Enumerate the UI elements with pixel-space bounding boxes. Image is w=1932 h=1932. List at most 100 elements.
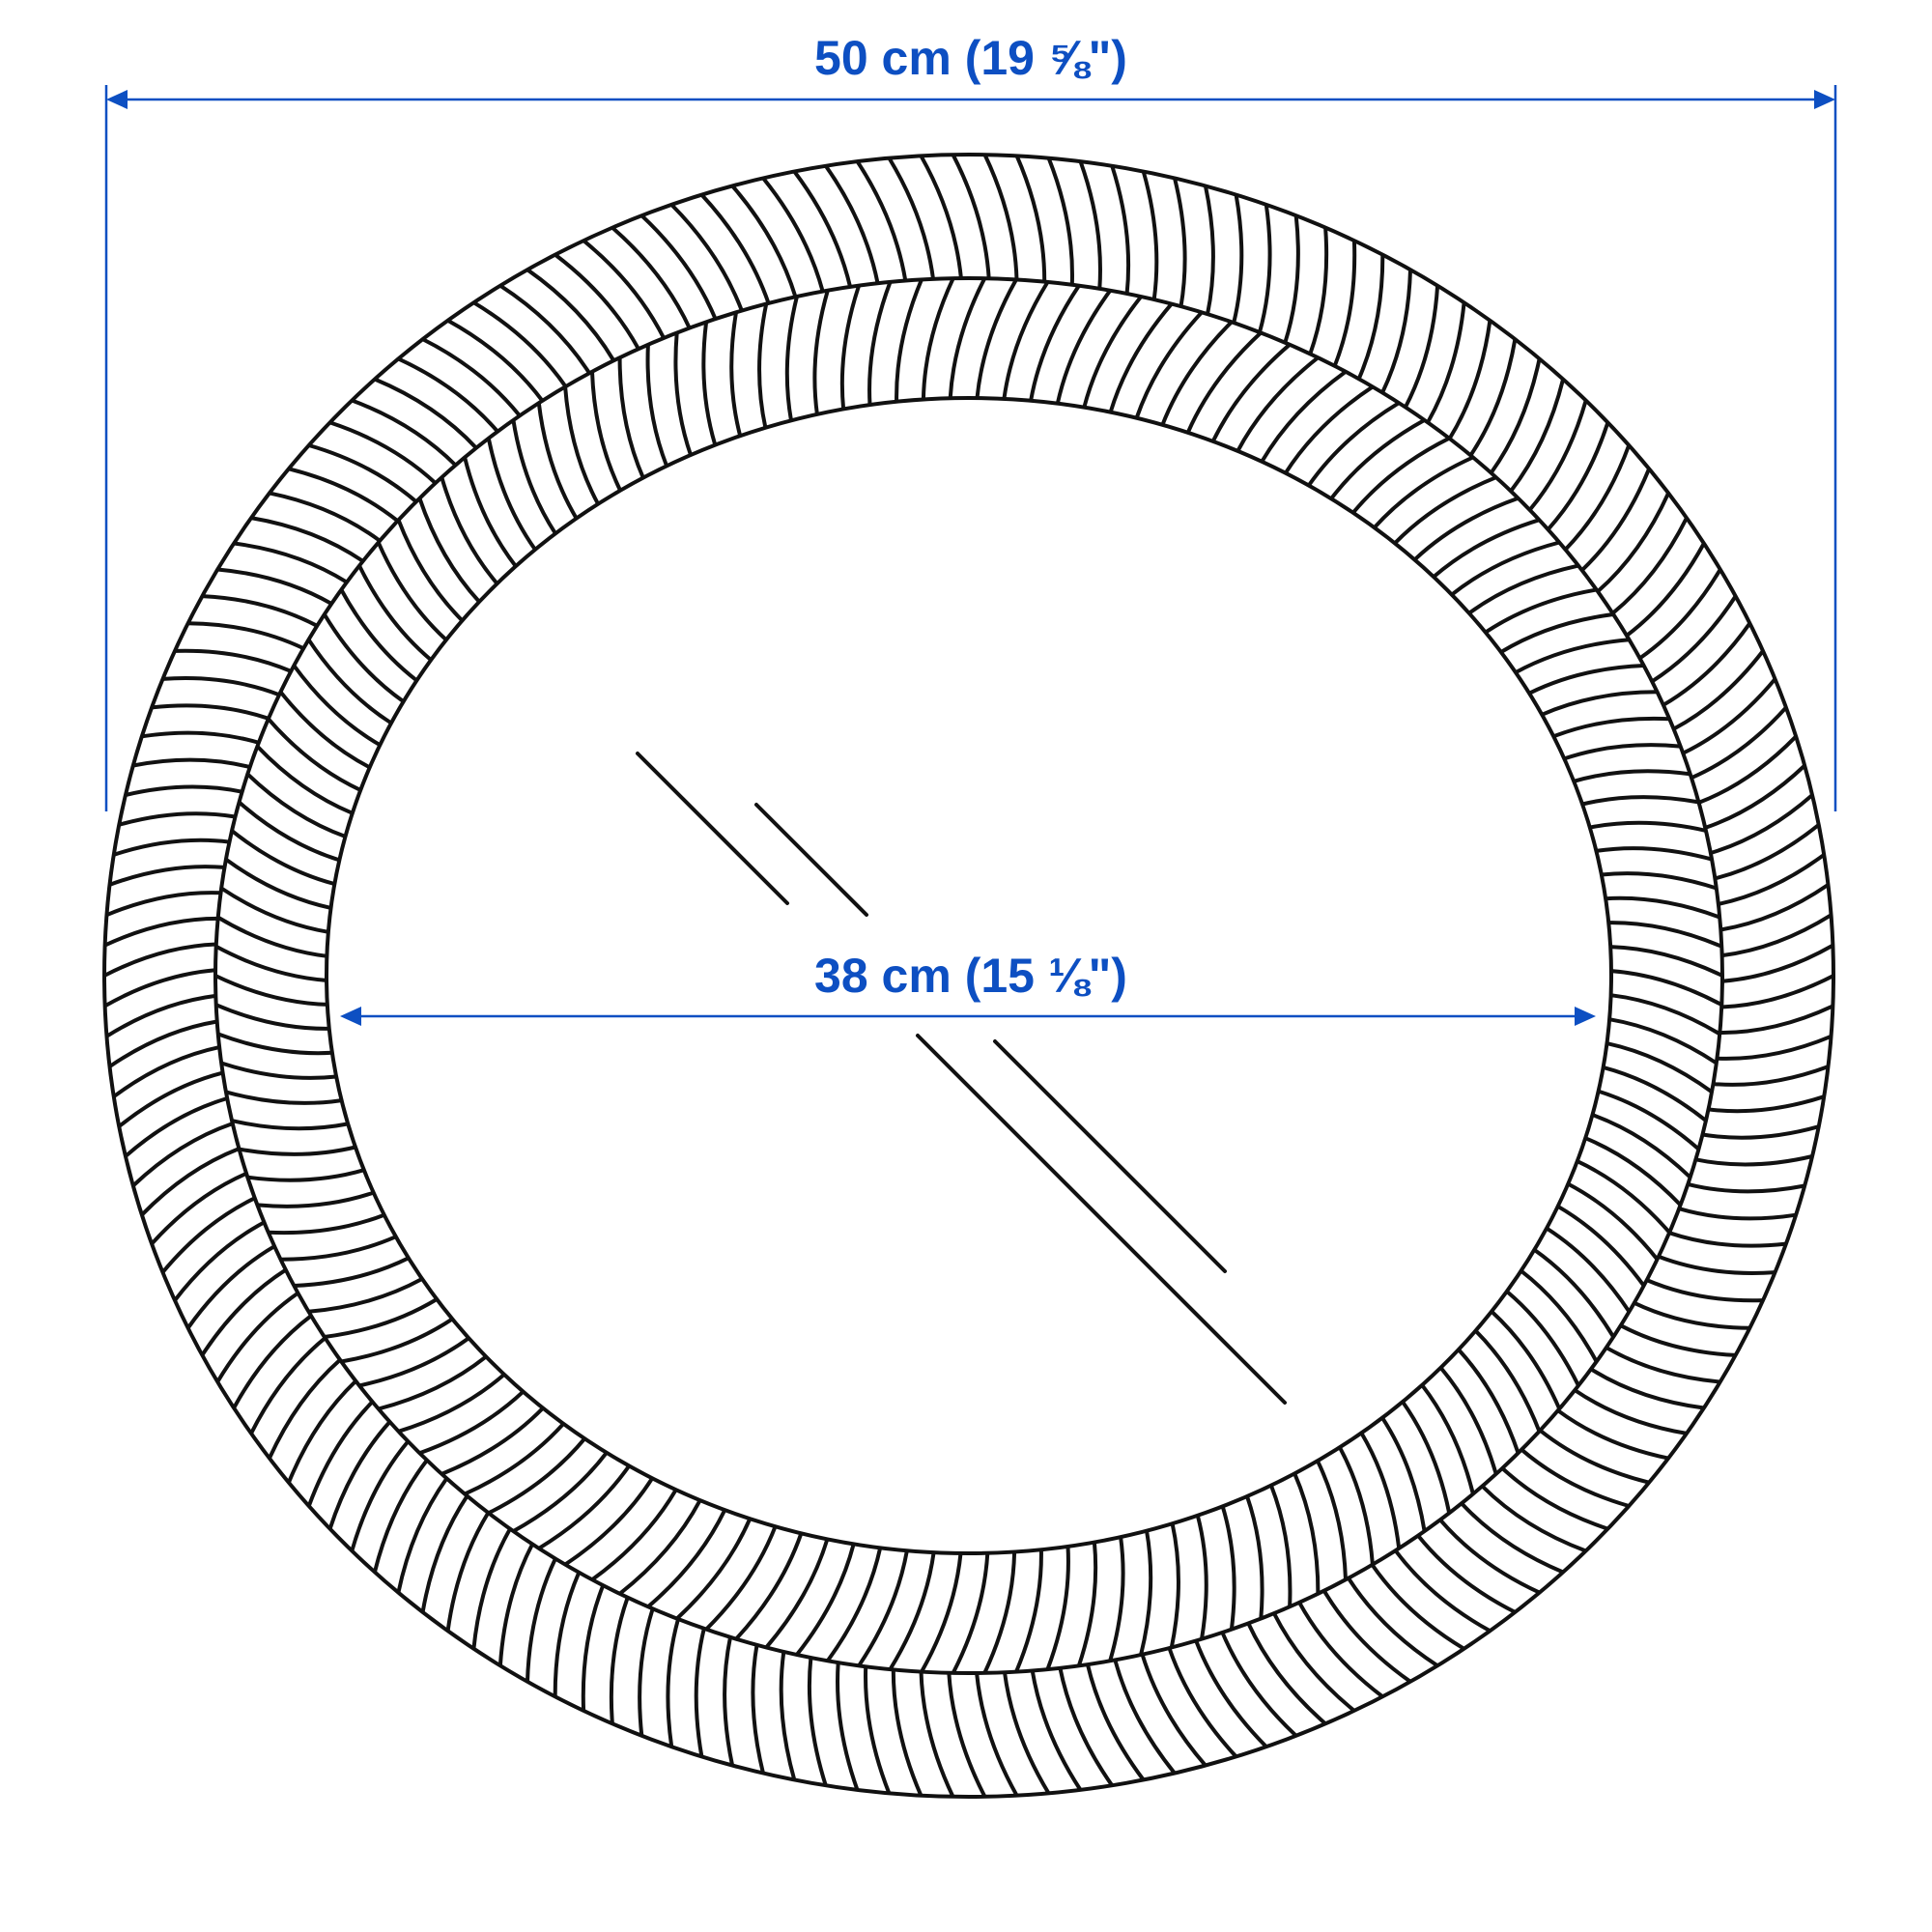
frame-slat bbox=[1474, 1329, 1542, 1433]
frame-slat bbox=[1046, 156, 1074, 285]
frame-slat bbox=[108, 1019, 218, 1068]
frame-slat bbox=[487, 1436, 586, 1516]
arrowhead-right bbox=[1814, 90, 1835, 109]
frame-slat bbox=[1338, 1446, 1375, 1565]
frame-slat bbox=[1678, 1207, 1797, 1221]
frame-slat bbox=[1438, 1366, 1498, 1475]
reflection-line bbox=[916, 1034, 1287, 1405]
frame-slat bbox=[238, 800, 340, 863]
frame-slat bbox=[220, 886, 329, 934]
frame-slat bbox=[1029, 284, 1081, 402]
arrowhead-right bbox=[1575, 1007, 1596, 1026]
frame-slat bbox=[1721, 943, 1834, 983]
frame-slat bbox=[618, 1499, 702, 1596]
frame-slat bbox=[666, 1618, 680, 1747]
frame-slat bbox=[1573, 769, 1690, 783]
frame-slat bbox=[1173, 177, 1187, 307]
frame-slat bbox=[1682, 677, 1777, 755]
frame-slat bbox=[340, 1317, 454, 1364]
frame-slat bbox=[160, 1196, 256, 1274]
frame-slat bbox=[1719, 883, 1830, 932]
frame-slat bbox=[268, 1358, 342, 1460]
frame-slat bbox=[232, 1314, 313, 1409]
arrowhead-left bbox=[340, 1007, 361, 1026]
frame-slat bbox=[1596, 846, 1713, 862]
frame-slat bbox=[1710, 793, 1814, 855]
frame-slat bbox=[581, 1584, 606, 1711]
frame-slat bbox=[1085, 1663, 1146, 1781]
frame-slat bbox=[1194, 1639, 1268, 1748]
frame-slat bbox=[1605, 1041, 1714, 1094]
arrowhead-left bbox=[106, 90, 128, 109]
frame-slat bbox=[1672, 649, 1765, 731]
frame-slat bbox=[230, 829, 335, 887]
frame-slat bbox=[639, 213, 718, 320]
frame-slat bbox=[1139, 1530, 1153, 1656]
frame-slat bbox=[646, 1509, 727, 1608]
frame-slat bbox=[1584, 1136, 1683, 1207]
frame-slat bbox=[526, 1557, 557, 1682]
frame-slat bbox=[1420, 1383, 1475, 1495]
frame-slat bbox=[729, 311, 743, 437]
frame-slat bbox=[255, 745, 354, 815]
frame-slat bbox=[464, 1422, 565, 1496]
inner-width-label: 38 cm (15 ⅛") bbox=[814, 949, 1127, 1003]
frame-slat bbox=[445, 1511, 491, 1632]
frame-slat bbox=[536, 402, 579, 520]
frame-slat bbox=[1713, 1065, 1830, 1087]
frame-slat bbox=[1719, 1004, 1834, 1036]
frame-slat bbox=[590, 1489, 678, 1581]
frame-slat bbox=[440, 476, 499, 585]
frame-slat bbox=[1141, 170, 1159, 300]
frame-slat bbox=[1721, 974, 1834, 1009]
frame-slat bbox=[287, 1379, 357, 1484]
frame-slat bbox=[1236, 355, 1320, 452]
frame-slat bbox=[982, 1551, 1017, 1674]
frame-slat bbox=[249, 1336, 327, 1435]
frame-slat bbox=[888, 1551, 936, 1671]
frame-slat bbox=[1329, 418, 1426, 500]
frame-slat bbox=[1625, 542, 1706, 638]
frame-slat bbox=[1545, 1226, 1632, 1313]
frame-slat bbox=[215, 1291, 299, 1383]
frame-slat bbox=[1601, 871, 1718, 891]
frame-inner-edge bbox=[325, 396, 1613, 1555]
frame-slat bbox=[1269, 1484, 1293, 1607]
frame-slat bbox=[1646, 1278, 1764, 1303]
frame-slat bbox=[1556, 1205, 1646, 1288]
frame-slat bbox=[864, 1666, 892, 1795]
frame-slat bbox=[1220, 1505, 1236, 1630]
frame-slat bbox=[1528, 399, 1588, 512]
frame-slat bbox=[1351, 436, 1451, 515]
frame-slat bbox=[1140, 1654, 1208, 1767]
frame-slat bbox=[278, 691, 371, 770]
frame-slat bbox=[280, 1235, 397, 1262]
frame-slat bbox=[1539, 1429, 1650, 1485]
frame-slat bbox=[1460, 1501, 1564, 1575]
frame-slat bbox=[151, 703, 270, 721]
frame-slat bbox=[216, 915, 327, 958]
reflection-line bbox=[993, 1039, 1227, 1273]
frame-slat bbox=[751, 1644, 765, 1775]
frame-slat bbox=[440, 1406, 545, 1476]
frame-slat bbox=[1404, 285, 1440, 409]
frame-slat bbox=[306, 1400, 374, 1507]
frame-slat bbox=[982, 154, 1019, 280]
frame-slat bbox=[1416, 1534, 1517, 1614]
frame-slat bbox=[1714, 823, 1821, 881]
frame-slat bbox=[1662, 622, 1752, 707]
frame-slat bbox=[216, 1032, 333, 1056]
inner-width-dimension: 38 cm (15 ⅛") bbox=[340, 949, 1596, 1026]
frame-slat bbox=[1697, 734, 1798, 805]
frame-slat bbox=[1690, 706, 1788, 781]
frame-slat bbox=[1014, 1549, 1043, 1673]
frame-slat bbox=[824, 164, 880, 284]
frame-slat bbox=[1484, 587, 1598, 635]
frame-slat bbox=[1045, 1546, 1070, 1670]
frame-slat bbox=[1380, 1416, 1427, 1532]
frame-slat bbox=[417, 497, 481, 604]
frame-slat bbox=[351, 398, 457, 467]
frame-slat bbox=[1563, 743, 1681, 761]
frame-slat bbox=[1307, 401, 1401, 487]
frame-slat bbox=[1246, 1622, 1327, 1725]
